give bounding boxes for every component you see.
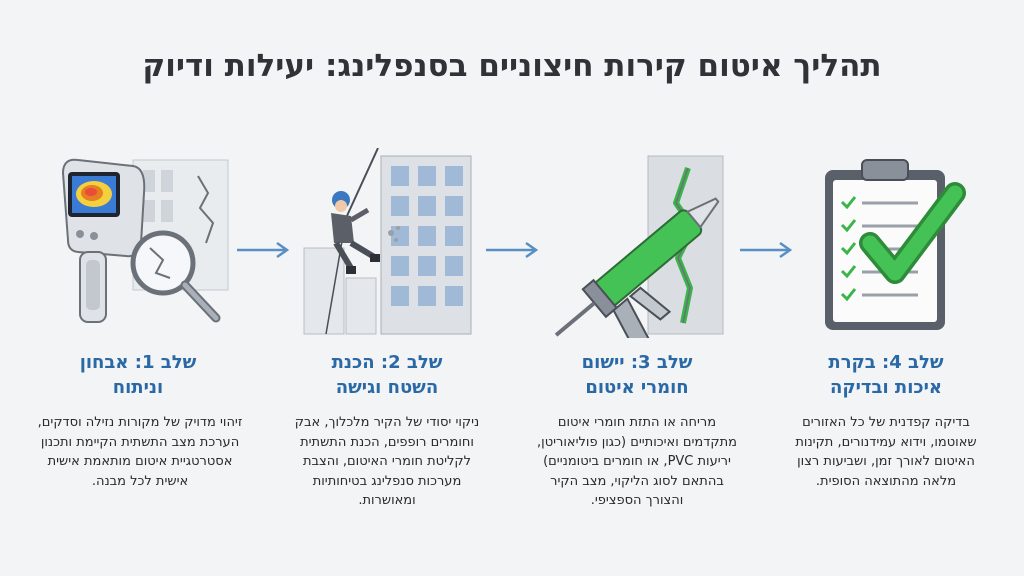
step-1-description: זיהוי מדויק של מקורות נזילה וסדקים, הערכ… [37,415,243,489]
thermal-camera-illustration [61,158,229,323]
step-4-description: בדיקה קפדנית של כל האזורים שאוטמו, וידוא… [795,415,977,489]
caulking-gun-illustration [554,155,724,338]
arrow-right-icon [486,241,539,259]
page-title: תהליך איטום קירות חיצוניים בסנפלינג: יעי… [142,48,882,84]
caulking-gun-icon [554,197,720,338]
step-2-description: ניקוי יסודי של הקיר מלכלוך, אבק וחומרים … [294,415,480,508]
step-3-description: מריחה או התזת חומרי איטום מתקדמים ואיכות… [537,415,737,508]
arrow-right-icon [740,241,793,259]
clipboard-checklist-illustration [825,159,966,330]
rappelling-worker-illustration [303,148,472,335]
magnifier-icon [130,230,221,323]
thermal-camera-icon [61,158,146,323]
building-icon [303,155,472,335]
rope [345,148,379,219]
arrow-right-icon [237,241,290,259]
worker-icon [331,191,380,274]
